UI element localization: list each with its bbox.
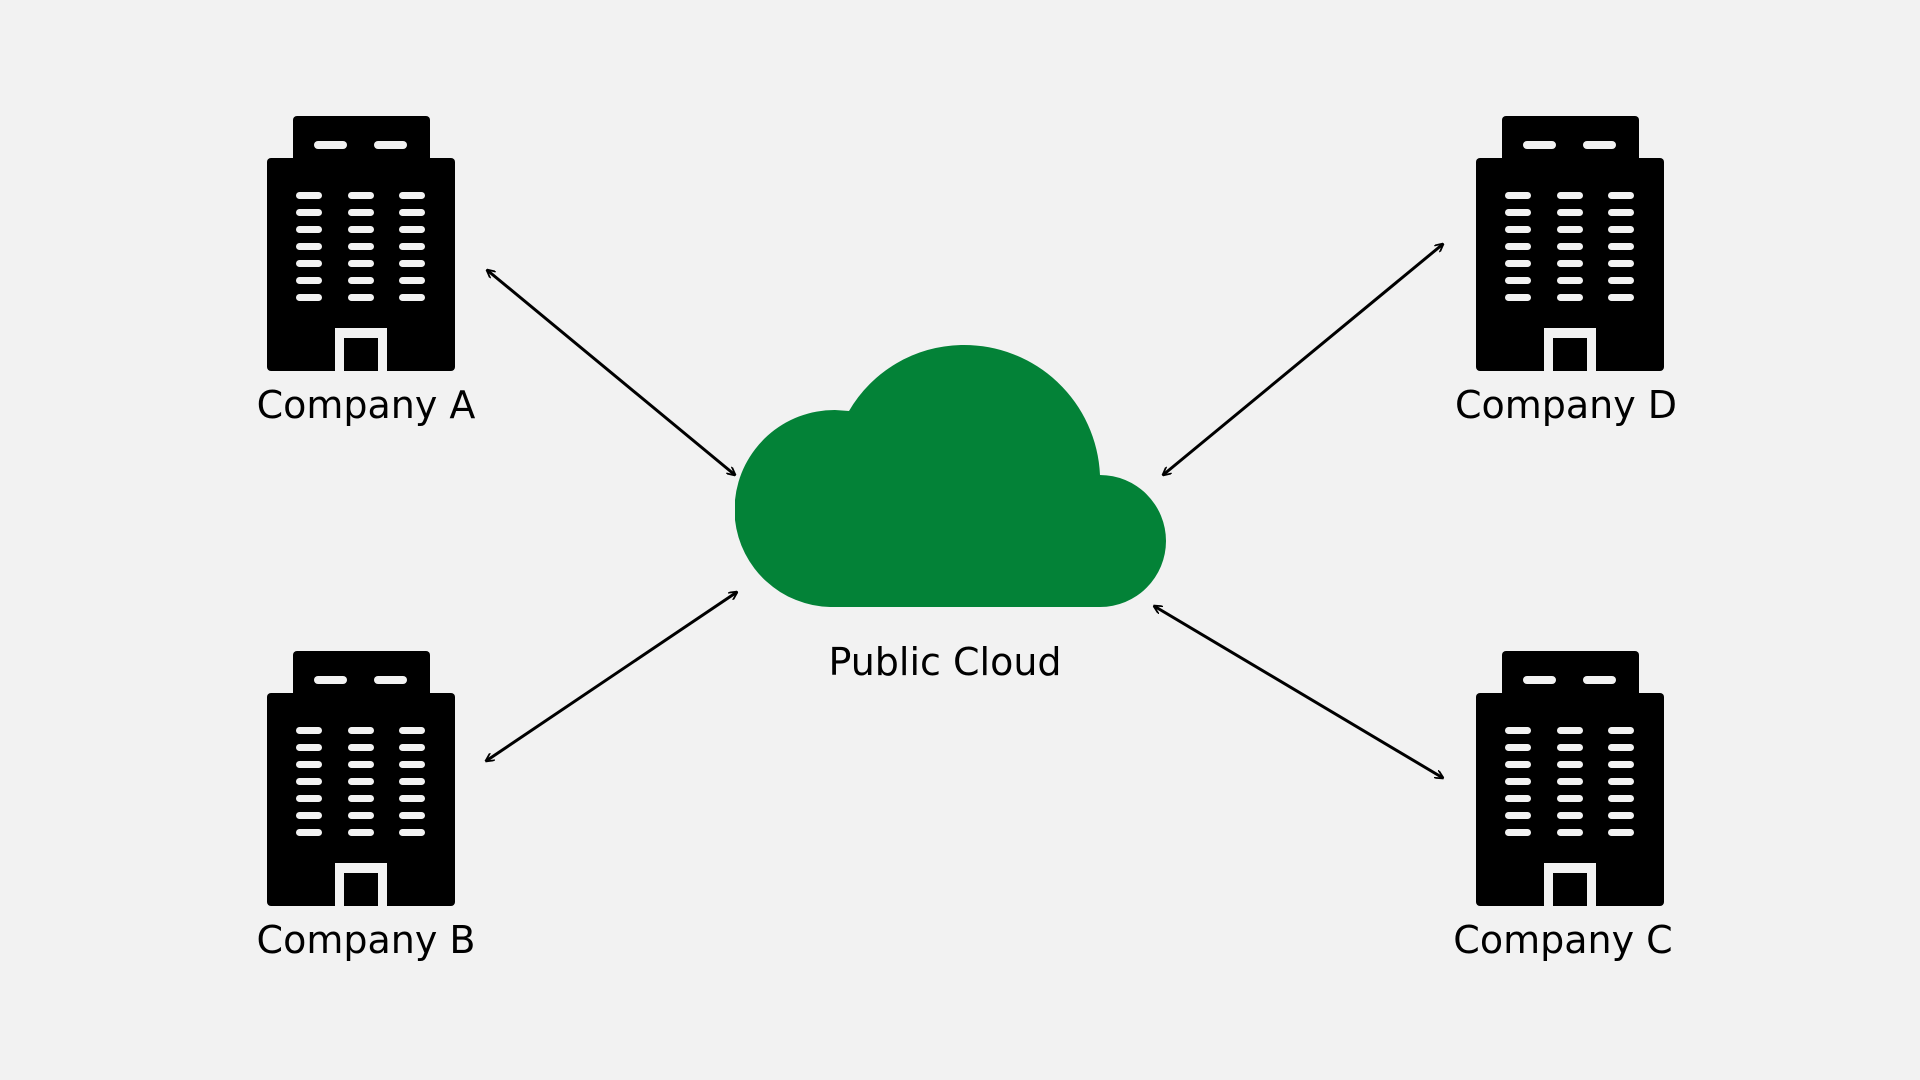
building-icon: [1476, 651, 1664, 906]
company-a-node: Company A: [257, 116, 476, 427]
company-c-node: Company C: [1453, 651, 1673, 962]
cloud-icon: [735, 344, 1166, 607]
company-a-label: Company A: [257, 383, 476, 427]
company-b-node: Company B: [257, 651, 476, 962]
building-icon: [267, 116, 455, 371]
company-d-node: Company D: [1455, 116, 1677, 427]
connections: [486, 244, 1443, 778]
building-icon: [1476, 116, 1664, 371]
connection-company-d: [1163, 244, 1443, 475]
company-b-label: Company B: [257, 918, 476, 962]
building-icon: [267, 651, 455, 906]
connection-company-c: [1154, 606, 1443, 778]
public-cloud-label: Public Cloud: [828, 640, 1061, 684]
public-cloud-node: Public Cloud: [735, 344, 1166, 684]
company-c-label: Company C: [1453, 918, 1672, 962]
connection-company-a: [487, 270, 735, 475]
company-d-label: Company D: [1455, 383, 1677, 427]
connection-company-b: [486, 592, 737, 761]
